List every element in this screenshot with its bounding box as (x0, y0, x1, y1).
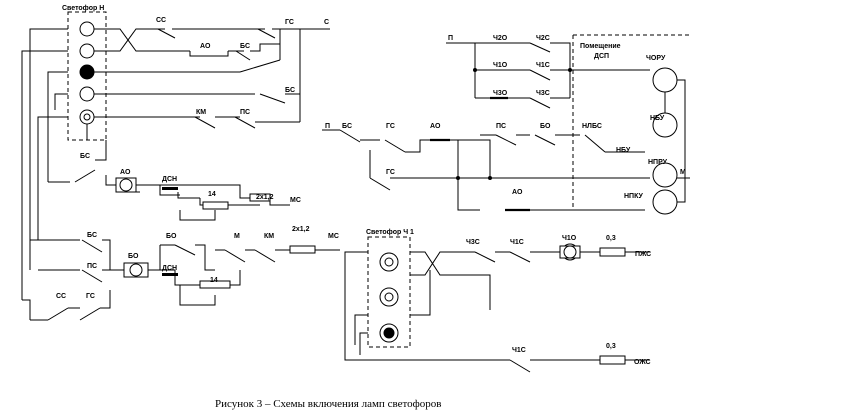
label-fuse-2: 0,3 (606, 343, 616, 350)
label-pc: ПС (240, 109, 250, 116)
label-pc-r: ПС (496, 123, 506, 130)
label-r2x-low: 2х1,2 (292, 226, 310, 233)
signal-n-title: Светофор Н (62, 5, 104, 12)
label-bc-mid: БС (80, 153, 90, 160)
lamp-npru-icon (652, 162, 678, 188)
lamp-2-icon (79, 43, 95, 59)
label-p: П (448, 35, 453, 42)
figure-caption: Рисунок 3 – Схемы включения ламп светофо… (215, 398, 441, 410)
right-bottom-wires (344, 251, 650, 373)
label-bc-low: БС (87, 232, 97, 239)
label-gc-low: ГС (86, 293, 95, 300)
label-ch1c-3: Ч1С (512, 347, 526, 354)
right-bottom-components (559, 243, 626, 365)
resistor-2x12-top-icon (249, 193, 271, 202)
label-gc-r: ГС (386, 123, 395, 130)
lamp-1-icon (79, 21, 95, 37)
label-fuse-1: 0,3 (606, 235, 616, 242)
label-ozhs: ОЖС (634, 359, 651, 366)
label-dcn: ДСН (162, 176, 177, 183)
label-ao-r: АО (430, 123, 441, 130)
label-npku: НПКУ (624, 193, 644, 200)
label-npru: НПРУ (648, 159, 668, 166)
label-dcn-low: ДСН (162, 265, 177, 272)
label-ch1c: Ч1С (536, 62, 550, 69)
label-ch1c-2: Ч1С (510, 239, 524, 246)
label-ch2o: Ч2О (493, 35, 508, 42)
label-bo-2: БО (166, 233, 177, 240)
label-nlbc: НЛБС (582, 123, 602, 130)
label-r2x: 2х1,2 (256, 194, 274, 201)
label-bo: БО (128, 253, 139, 260)
label-ch3c-2: Ч3С (466, 239, 480, 246)
label-km-low: КМ (264, 233, 274, 240)
fuse-2-icon (599, 355, 626, 365)
resistor-14-top-icon (202, 201, 229, 210)
label-ao-r2: АО (512, 189, 523, 196)
label-ao-mid: АО (120, 169, 131, 176)
label-r14-low: 14 (210, 277, 218, 284)
label-ch1o-2: Ч1О (562, 235, 577, 242)
label-one: 1 (410, 229, 414, 236)
signal-ch-title: Светофор Ч (366, 229, 408, 236)
label-dsp: ДСП (594, 53, 609, 60)
label-ch1o: Ч1О (493, 62, 508, 69)
left-components (115, 177, 316, 289)
label-bo-r: БО (540, 123, 551, 130)
right-top-labels: П Ч2О Ч2С Ч1О Ч1С Ч3О Ч3С Помещение ДСП … (325, 35, 686, 200)
label-ch2c: Ч2С (536, 35, 550, 42)
label-choru: ЧОРУ (646, 55, 666, 62)
left-labels: СС АО БС ГС С БС КМ ПС БС АО ДСН 14 2х1,… (56, 17, 339, 300)
lamp-npku-icon (652, 189, 678, 215)
left-lower-wires (22, 239, 340, 321)
label-m: М (234, 233, 240, 240)
label-gc-r2: ГС (386, 169, 395, 176)
lamp-3-icon (79, 64, 95, 80)
resistor-14-bottom-icon (199, 280, 231, 289)
right-top-wires (322, 42, 690, 212)
label-cc-low: СС (56, 293, 66, 300)
label-c: С (324, 19, 329, 26)
label-pzhs: ПЖС (635, 251, 651, 258)
label-bc: БС (240, 43, 250, 50)
label-p-2: П (325, 123, 330, 130)
label-cc: СС (156, 17, 166, 24)
label-nbu: НБУ (650, 115, 665, 122)
label-nbu-2: НБУ (616, 147, 631, 154)
label-km: КМ (196, 109, 206, 116)
right-top-components (456, 34, 690, 215)
label-room: Помещение (580, 43, 621, 50)
signal-ch-block: Светофор Ч 1 (366, 229, 414, 348)
resistor-2x12-bottom-icon (289, 245, 316, 254)
lamp-nbu-icon (652, 112, 678, 138)
signal-ch-frame (367, 236, 411, 348)
label-bc-2: БС (285, 87, 295, 94)
label-r14: 14 (208, 191, 216, 198)
label-ao: АО (200, 43, 211, 50)
label-mc: МС (290, 197, 301, 204)
lamp-choru-icon (652, 67, 678, 93)
label-bc-r: БС (342, 123, 352, 130)
label-mc-low: МС (328, 233, 339, 240)
label-m-r: М (680, 169, 686, 176)
label-pc-low: ПС (87, 263, 97, 270)
left-wires (21, 28, 330, 300)
lamp-4-icon (79, 86, 95, 102)
fuse-1-icon (599, 247, 626, 257)
label-ch3o: Ч3О (493, 90, 508, 97)
label-ch3c: Ч3С (536, 90, 550, 97)
right-bottom-labels: Ч3С Ч1С Ч1О 0,3 ПЖС Ч1С 0,3 ОЖС (466, 235, 651, 366)
label-gc: ГС (285, 19, 294, 26)
